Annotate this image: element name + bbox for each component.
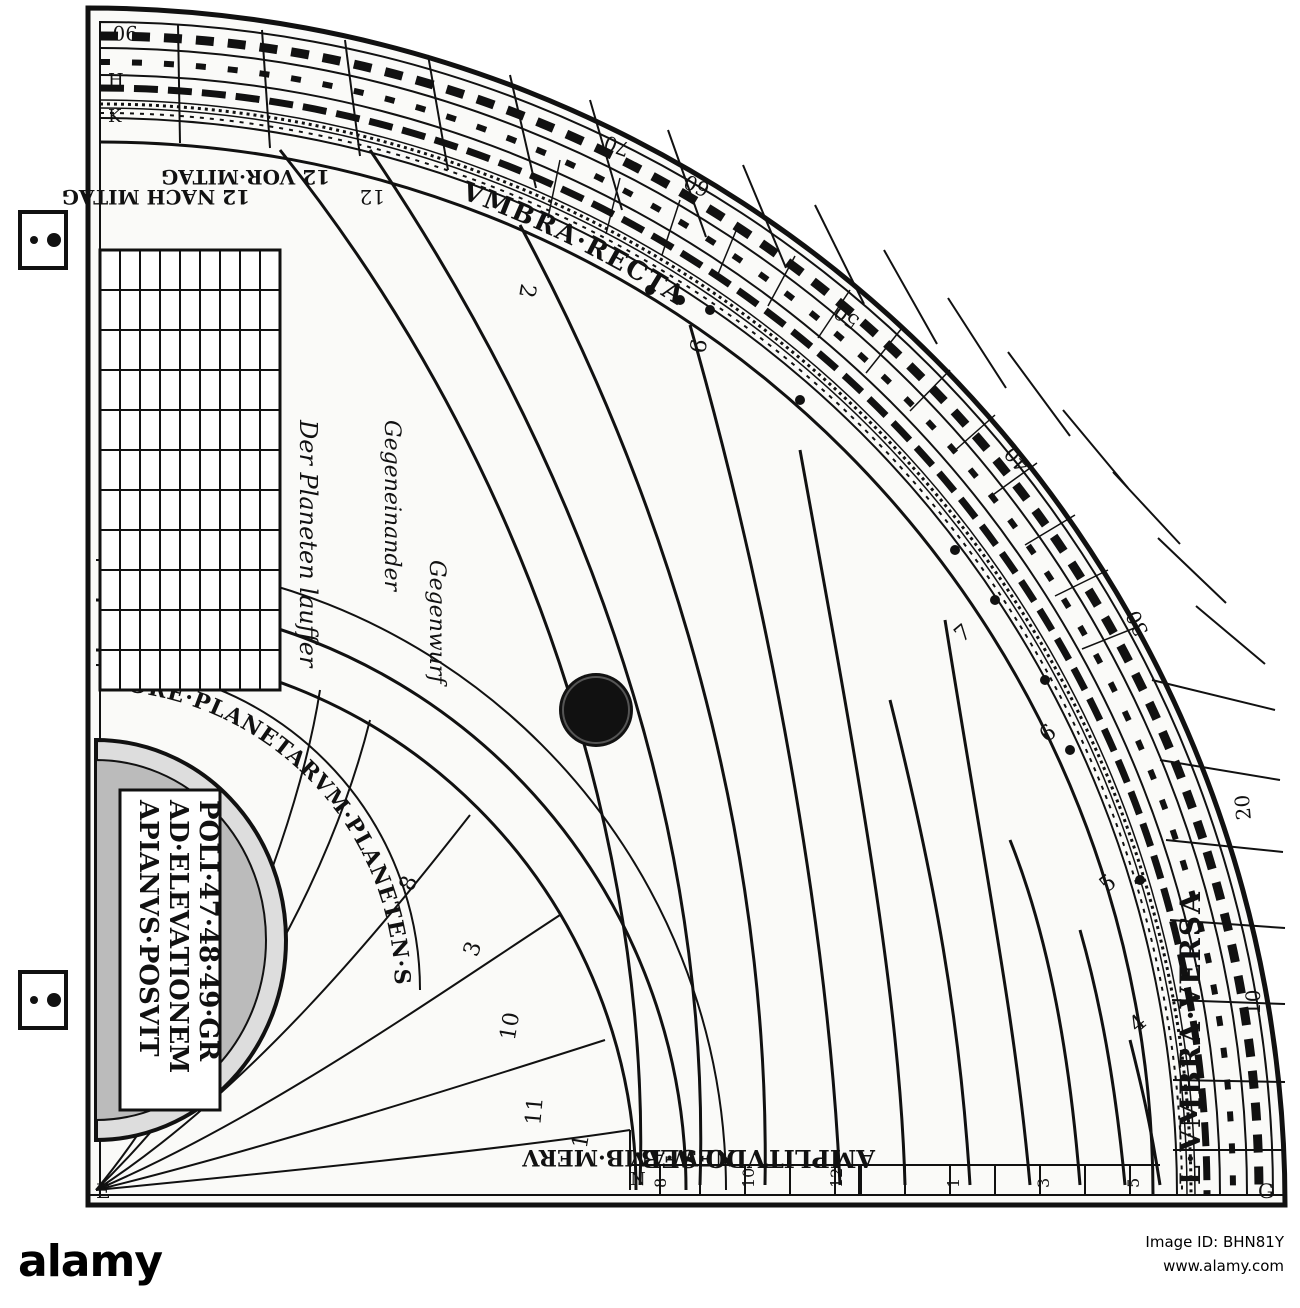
- inner-band-ticks: [547, 159, 1138, 650]
- svg-text:8: 8: [651, 1178, 670, 1188]
- svg-text:3: 3: [1034, 1178, 1053, 1188]
- vor-mitag-label: 12 VOR·MITAG: [161, 165, 330, 189]
- cartouche-line-1: APIANVS·POSVIT: [133, 799, 163, 1057]
- scale-number: 90: [113, 21, 138, 45]
- image-id-block: Image ID: BHN81Y www.alamy.com: [1145, 1230, 1284, 1278]
- svg-text:10: 10: [739, 1168, 758, 1188]
- mounting-tab-upper: [18, 210, 68, 270]
- der-planeten-label: Der Planeten lauffer: [294, 419, 322, 669]
- svg-text:2: 2: [513, 282, 540, 300]
- svg-text:11: 11: [521, 1096, 548, 1126]
- cartouche-line-2: AD·ELEVATIONEM: [163, 799, 193, 1073]
- gegenwurf-label: Gegenwurf: [424, 560, 449, 687]
- mounting-tab-lower: [18, 970, 68, 1030]
- svg-text:9: 9: [683, 337, 710, 355]
- cartouche: APIANVS·POSVIT AD·ELEVATIONEM POLI·47·48…: [94, 737, 288, 1143]
- gegeneinander-label: Gegeneinander: [379, 420, 404, 592]
- rim-ticks: [177, 23, 1286, 1151]
- scale-number: 20: [1230, 794, 1256, 821]
- star-marks: [645, 285, 1145, 885]
- quadrant-engraving: 90 70 60 50 40 30 20 10 VMBRA·RECTA L·VM…: [0, 0, 1288, 1208]
- svg-text:12: 12: [360, 185, 385, 209]
- site-link[interactable]: www.alamy.com: [1163, 1257, 1284, 1275]
- svg-text:1: 1: [944, 1178, 963, 1188]
- planet-grid-table: [98, 248, 282, 692]
- svg-text:5: 5: [1124, 1178, 1143, 1188]
- corner-letter-h: H: [108, 70, 124, 91]
- hour-lines: [278, 149, 1162, 1186]
- corner-letter-k: K: [108, 106, 122, 127]
- outer-rim-scale: [99, 31, 1264, 1196]
- scale-number: 10: [1241, 990, 1265, 1015]
- image-id-text: Image ID: BHN81Y: [1145, 1233, 1284, 1251]
- nach-mitag-label: 12 NACH MITAG: [62, 185, 250, 209]
- ambmeru-label: NEW·AMB·MERV: [521, 1144, 735, 1170]
- corner-letter-g: G: [1258, 1179, 1274, 1203]
- alamy-logo[interactable]: alamy: [18, 1236, 163, 1287]
- cartouche-line-3: POLI·47·48·49·GR: [193, 800, 223, 1062]
- svg-text:1: 1: [568, 1132, 595, 1150]
- umbra-versa-label: L·VMBRA·VERSA: [1174, 890, 1207, 1185]
- stock-watermark-bar: alamy Image ID: BHN81Y www.alamy.com: [0, 1218, 1300, 1308]
- svg-text:10: 10: [496, 1010, 525, 1042]
- bottom-scale: [630, 1164, 1160, 1195]
- central-bead: [559, 673, 633, 747]
- bottom-scale-numbers: 8 10 12 1 3 5: [651, 1168, 1143, 1188]
